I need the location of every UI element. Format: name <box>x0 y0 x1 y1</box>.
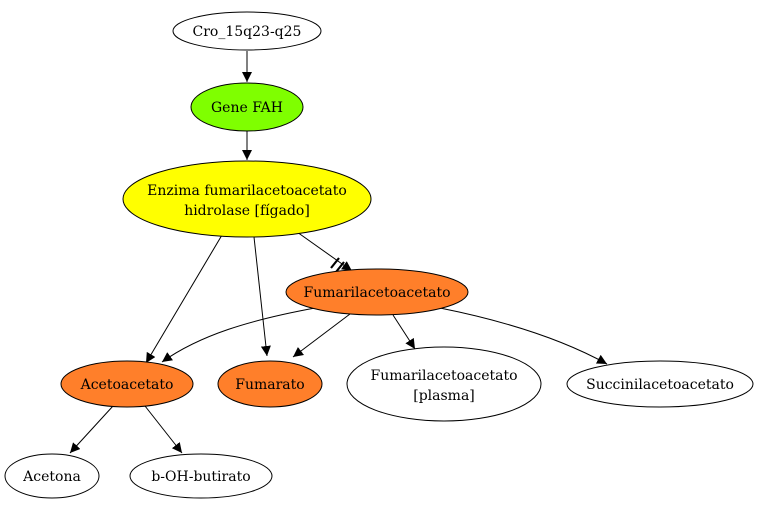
node-enzyme[interactable]: Enzima fumarilacetoacetato hidrolase [fí… <box>122 160 372 238</box>
node-b-oh-butirato-shape <box>129 453 273 499</box>
node-fumarato-label: Fumarato <box>235 377 304 393</box>
edge-fumaril-succinil <box>439 307 608 365</box>
node-acetoacetato-shape <box>60 360 194 408</box>
node-gene-fah-label: Gene FAH <box>211 100 283 116</box>
edge-fumaril-fumarato <box>292 313 351 358</box>
node-cro-shape <box>172 11 322 51</box>
node-fumarato-shape <box>217 360 323 408</box>
edge-fumaril-plasma <box>392 314 416 350</box>
edge-acetoacetato-acetona <box>69 405 114 454</box>
node-fumarilacetoacetato-plasma-line1: Fumarilacetoacetato <box>370 368 517 384</box>
node-fumarilacetoacetato-plasma-shape <box>346 346 542 422</box>
node-acetoacetato[interactable]: Acetoacetato <box>60 360 194 408</box>
node-fumarilacetoacetato-plasma-line2: [plasma] <box>413 388 475 404</box>
node-gene-fah[interactable]: Gene FAH <box>190 82 304 132</box>
node-fumarilacetoacetato-plasma[interactable]: Fumarilacetoacetato [plasma] <box>346 346 542 422</box>
node-succinilacetoacetato[interactable]: Succinilacetoacetato <box>566 360 754 408</box>
node-enzyme-shape <box>122 160 372 238</box>
node-enzyme-label-line1: Enzima fumarilacetoacetato <box>147 183 347 199</box>
node-succinilacetoacetato-label: Succinilacetoacetato <box>586 377 734 393</box>
node-acetona-label: Acetona <box>22 469 81 485</box>
edge-acetoacetato-butirato <box>144 405 183 454</box>
node-fumarilacetoacetato-label: Fumarilacetoacetato <box>303 285 450 301</box>
node-succinilacetoacetato-shape <box>566 360 754 408</box>
node-fumarilacetoacetato[interactable]: Fumarilacetoacetato <box>285 268 469 316</box>
node-acetona[interactable]: Acetona <box>4 453 100 499</box>
edge-enzyme-fumarato <box>253 236 271 357</box>
node-enzyme-label-line2: hidrolase [fígado] <box>184 203 310 219</box>
node-b-oh-butirato[interactable]: b-OH-butirato <box>129 453 273 499</box>
edge-enzyme-acetoacetato <box>145 234 223 364</box>
edge-fumaril-acetoacetato <box>161 307 316 363</box>
node-cro[interactable]: Cro_15q23-q25 <box>172 11 322 51</box>
node-gene-fah-shape <box>190 82 304 132</box>
node-fumarato[interactable]: Fumarato <box>217 360 323 408</box>
edges <box>69 51 608 454</box>
inhibition-mark <box>330 257 345 273</box>
node-cro-label: Cro_15q23-q25 <box>193 24 302 40</box>
node-fumarilacetoacetato-shape <box>285 268 469 316</box>
edge-enzyme-fumaril-blocked <box>296 231 353 272</box>
node-acetoacetato-label: Acetoacetato <box>80 377 174 393</box>
node-acetona-shape <box>4 453 100 499</box>
node-b-oh-butirato-label: b-OH-butirato <box>151 469 250 485</box>
